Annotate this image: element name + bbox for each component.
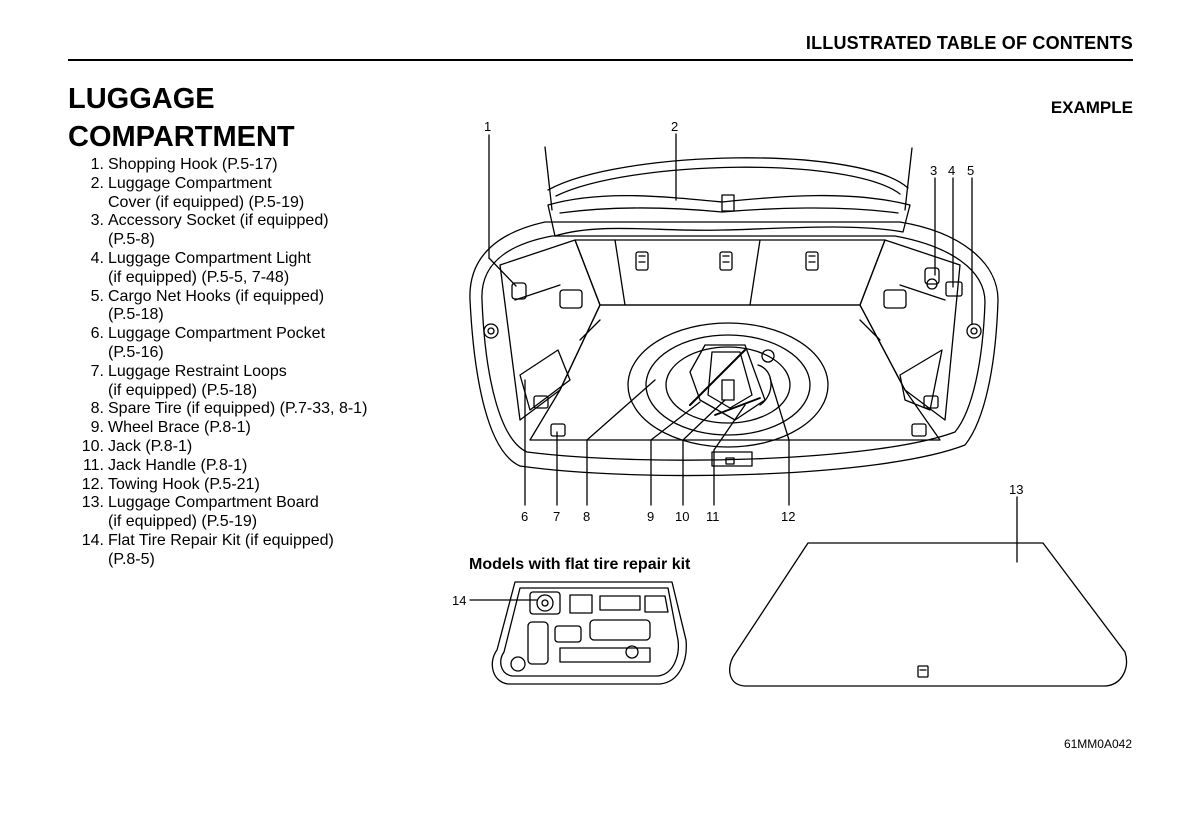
item-number: 11. (82, 456, 104, 474)
list-item: 14.Flat Tire Repair Kit (if equipped) (P… (76, 532, 446, 570)
item-text: Luggage Restraint Loops (if equipped) (P… (108, 362, 287, 399)
callout-12: 12 (781, 509, 795, 524)
callout-7: 7 (553, 509, 560, 524)
list-item: 10.Jack (P.8-1) (76, 438, 446, 457)
upper-opening-arc (547, 157, 909, 191)
list-item: 9.Wheel Brace (P.8-1) (76, 419, 446, 438)
compartment-light-icon (945, 281, 963, 297)
section-title-line1: LUGGAGE (68, 83, 215, 115)
item-text: Spare Tire (if equipped) (P.7-33, 8-1) (108, 400, 368, 418)
callout-11: 11 (706, 509, 720, 524)
item-text: Accessory Socket (if equipped) (P.5-8) (108, 212, 329, 249)
callout-9: 9 (647, 509, 654, 524)
list-item: 13.Luggage Compartment Board (if equippe… (76, 494, 446, 532)
list-item: 7.Luggage Restraint Loops (if equipped) … (76, 363, 446, 401)
item-number: 8. (90, 400, 104, 418)
callout-1: 1 (484, 119, 491, 134)
spare-tire (665, 346, 791, 424)
trunk-floor (529, 304, 941, 441)
figure-caption: Models with flat tire repair kit (469, 556, 691, 573)
accessory-socket-icon (924, 267, 940, 285)
restraint-loop-icon (550, 423, 566, 437)
rear-seat-back (574, 239, 886, 306)
list-item: 4.Luggage Compartment Light (if equipped… (76, 250, 446, 288)
jack (689, 344, 766, 421)
item-text: Luggage Compartment Board (if equipped) … (108, 494, 319, 531)
item-number: 1. (90, 156, 104, 173)
callout-2: 2 (671, 119, 678, 134)
item-text: Cargo Net Hooks (if equipped) (P.5-18) (108, 287, 325, 324)
item-number: 5. (90, 287, 104, 305)
item-number: 6. (90, 325, 104, 343)
list-item: 6.Luggage Compartment Pocket (P.5-16) (76, 325, 446, 363)
item-text: Luggage Compartment Cover (if equipped) … (108, 174, 305, 211)
left-side-wall (499, 239, 601, 421)
list-item: 2.Luggage Compartment Cover (if equipped… (76, 175, 446, 213)
list-item: 1.Shopping Hook (P.5-17) (76, 156, 446, 175)
left-pocket (519, 349, 571, 411)
callout-6: 6 (521, 509, 528, 524)
item-text: Jack (P.8-1) (108, 437, 193, 455)
item-text: Shopping Hook (P.5-17) (108, 156, 278, 173)
item-number: 4. (90, 249, 104, 267)
cargo-net-hook-icon (966, 323, 982, 339)
item-number: 12. (81, 475, 104, 493)
callout-13: 13 (1009, 482, 1023, 497)
callout-4: 4 (948, 163, 955, 178)
page-header-title: ILLUSTRATED TABLE OF CONTENTS (805, 33, 1133, 53)
item-text: Luggage Compartment Light (if equipped) … (108, 249, 311, 286)
callout-14: 14 (452, 593, 466, 608)
example-label: EXAMPLE (1050, 98, 1133, 117)
callout-5: 5 (967, 163, 974, 178)
flat-tire-repair-kit (491, 581, 687, 685)
list-item: 8.Spare Tire (if equipped) (P.7-33, 8-1) (76, 400, 446, 419)
callout-3: 3 (930, 163, 937, 178)
upper-opening-arc-inner (555, 166, 901, 197)
item-text: Wheel Brace (P.8-1) (108, 419, 251, 437)
list-item: 12.Towing Hook (P.5-21) (76, 476, 446, 495)
item-text: Towing Hook (P.5-21) (108, 475, 260, 493)
item-text: Flat Tire Repair Kit (if equipped) (P.8-… (108, 531, 334, 568)
wheel-brace (689, 349, 746, 406)
right-side-wall (859, 239, 961, 421)
luggage-cover (547, 194, 911, 237)
item-number: 9. (90, 419, 104, 437)
header-rule (68, 59, 1133, 61)
item-text: Luggage Compartment Pocket (P.5-16) (108, 325, 326, 361)
item-number: 10. (81, 437, 104, 455)
section-title-line2: COMPARTMENT (68, 121, 295, 153)
callout-8: 8 (583, 509, 590, 524)
trunk-outline (469, 221, 999, 477)
figure-code: 61MM0A042 (1063, 737, 1132, 751)
list-item: 5.Cargo Net Hooks (if equipped) (P.5-18) (76, 288, 446, 326)
item-list: 1.Shopping Hook (P.5-17) 2.Luggage Compa… (76, 156, 446, 570)
jack-handle (714, 397, 761, 416)
callout-10: 10 (675, 509, 689, 524)
item-number: 14. (81, 531, 104, 549)
item-number: 2. (90, 174, 104, 192)
spare-tire-well (627, 322, 829, 448)
section-title: LUGGAGE COMPARTMENT (68, 80, 295, 156)
item-number: 7. (90, 362, 104, 380)
item-number: 3. (90, 212, 104, 230)
luggage-board (729, 542, 1128, 687)
shopping-hook-icon (511, 282, 527, 300)
list-item: 3.Accessory Socket (if equipped) (P.5-8) (76, 212, 446, 250)
trunk-rim (481, 235, 986, 461)
item-text: Jack Handle (P.8-1) (108, 456, 248, 474)
item-number: 13. (81, 494, 104, 512)
list-item: 11.Jack Handle (P.8-1) (76, 457, 446, 476)
